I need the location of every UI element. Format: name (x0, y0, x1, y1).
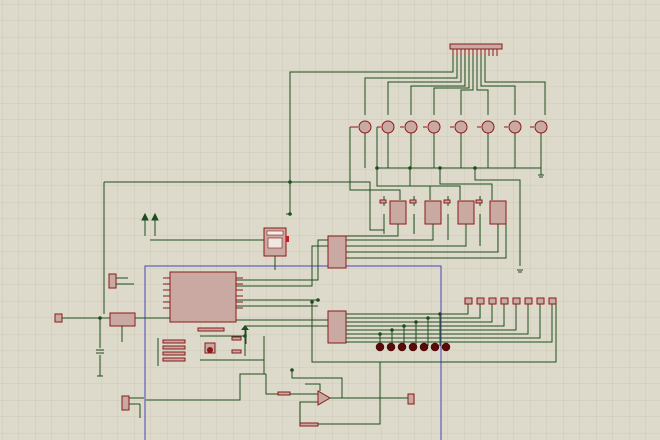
header-connector[interactable] (449, 43, 503, 56)
test-points (141, 212, 159, 236)
capacitors (96, 318, 104, 377)
sheet-frame (144, 265, 442, 440)
power-input-connector[interactable] (54, 313, 110, 323)
latch-ic[interactable] (327, 310, 347, 344)
left-connector-top[interactable] (103, 182, 134, 314)
mosfet-q5 (450, 120, 468, 134)
left-connector-bottom[interactable] (121, 395, 144, 418)
output-connector[interactable] (407, 393, 415, 405)
junction-dots (98, 166, 477, 372)
mosfet-q4 (423, 120, 441, 134)
op-amp[interactable] (277, 390, 331, 427)
op-amp-wires (146, 362, 408, 425)
voltage-regulator[interactable] (109, 312, 170, 342)
latch-wires (236, 299, 557, 363)
sensor-module[interactable] (150, 213, 290, 270)
ground-symbol (517, 174, 544, 273)
driver-wires (236, 214, 507, 287)
driver-ic-2 (424, 200, 442, 225)
resistor-array[interactable] (157, 338, 186, 366)
driver-ic-3 (457, 200, 475, 225)
led-row[interactable] (375, 342, 451, 352)
right-connectors[interactable] (464, 297, 557, 305)
crystal-oscillator[interactable] (197, 325, 265, 374)
driver-ic-1 (389, 200, 407, 225)
driver-ic-4 (489, 200, 507, 225)
microcontroller[interactable] (163, 271, 243, 323)
mux-ic[interactable] (327, 235, 347, 269)
mosfet-wires (104, 127, 542, 266)
header-wires (289, 56, 546, 214)
